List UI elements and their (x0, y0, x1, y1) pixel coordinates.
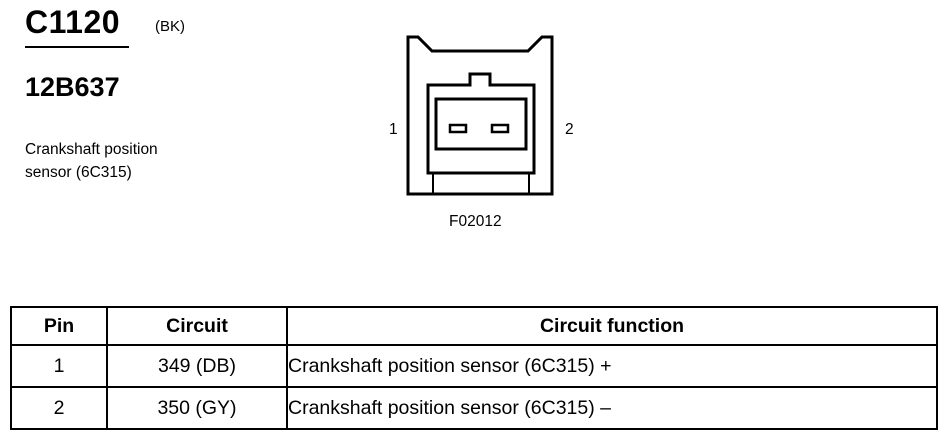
terminal-block (434, 97, 528, 151)
table-row: 1 349 (DB) Crankshaft position sensor (6… (10, 344, 938, 388)
header-circuit-function: Circuit function (286, 306, 938, 346)
table-header-row: Pin Circuit Circuit function (10, 306, 938, 346)
connector-id: C1120 (25, 4, 121, 40)
cell-pin: 2 (10, 386, 108, 430)
cell-circuit: 349 (DB) (106, 344, 288, 388)
table-row: 2 350 (GY) Crankshaft position sensor (6… (10, 386, 938, 430)
cell-circuit: 350 (GY) (106, 386, 288, 430)
cell-circuit-function: Crankshaft position sensor (6C315) + (286, 344, 938, 388)
connector-cavity-outline (426, 72, 536, 175)
connector-color-code: (BK) (155, 18, 185, 35)
figure-id: F02012 (449, 213, 502, 230)
pin-2-label: 2 (565, 121, 574, 138)
connector-description: Crankshaft position sensor (6C315) (25, 138, 215, 184)
cell-circuit-function: Crankshaft position sensor (6C315) – (286, 386, 938, 430)
pin-1-label: 1 (389, 121, 398, 138)
header-circuit: Circuit (106, 306, 288, 346)
terminal-pin-2 (490, 123, 510, 134)
description-line-2: sensor (6C315) (25, 164, 132, 181)
connector-face-diagram (406, 35, 554, 196)
connector-id-underline (25, 46, 129, 48)
cell-pin: 1 (10, 344, 108, 388)
pin-table: Pin Circuit Circuit function 1 349 (DB) … (10, 306, 938, 430)
terminal-pin-1 (448, 123, 468, 134)
header-pin: Pin (10, 306, 108, 346)
description-line-1: Crankshaft position (25, 141, 158, 158)
connector-housing-outline (406, 35, 554, 196)
part-number: 12B637 (25, 72, 120, 102)
